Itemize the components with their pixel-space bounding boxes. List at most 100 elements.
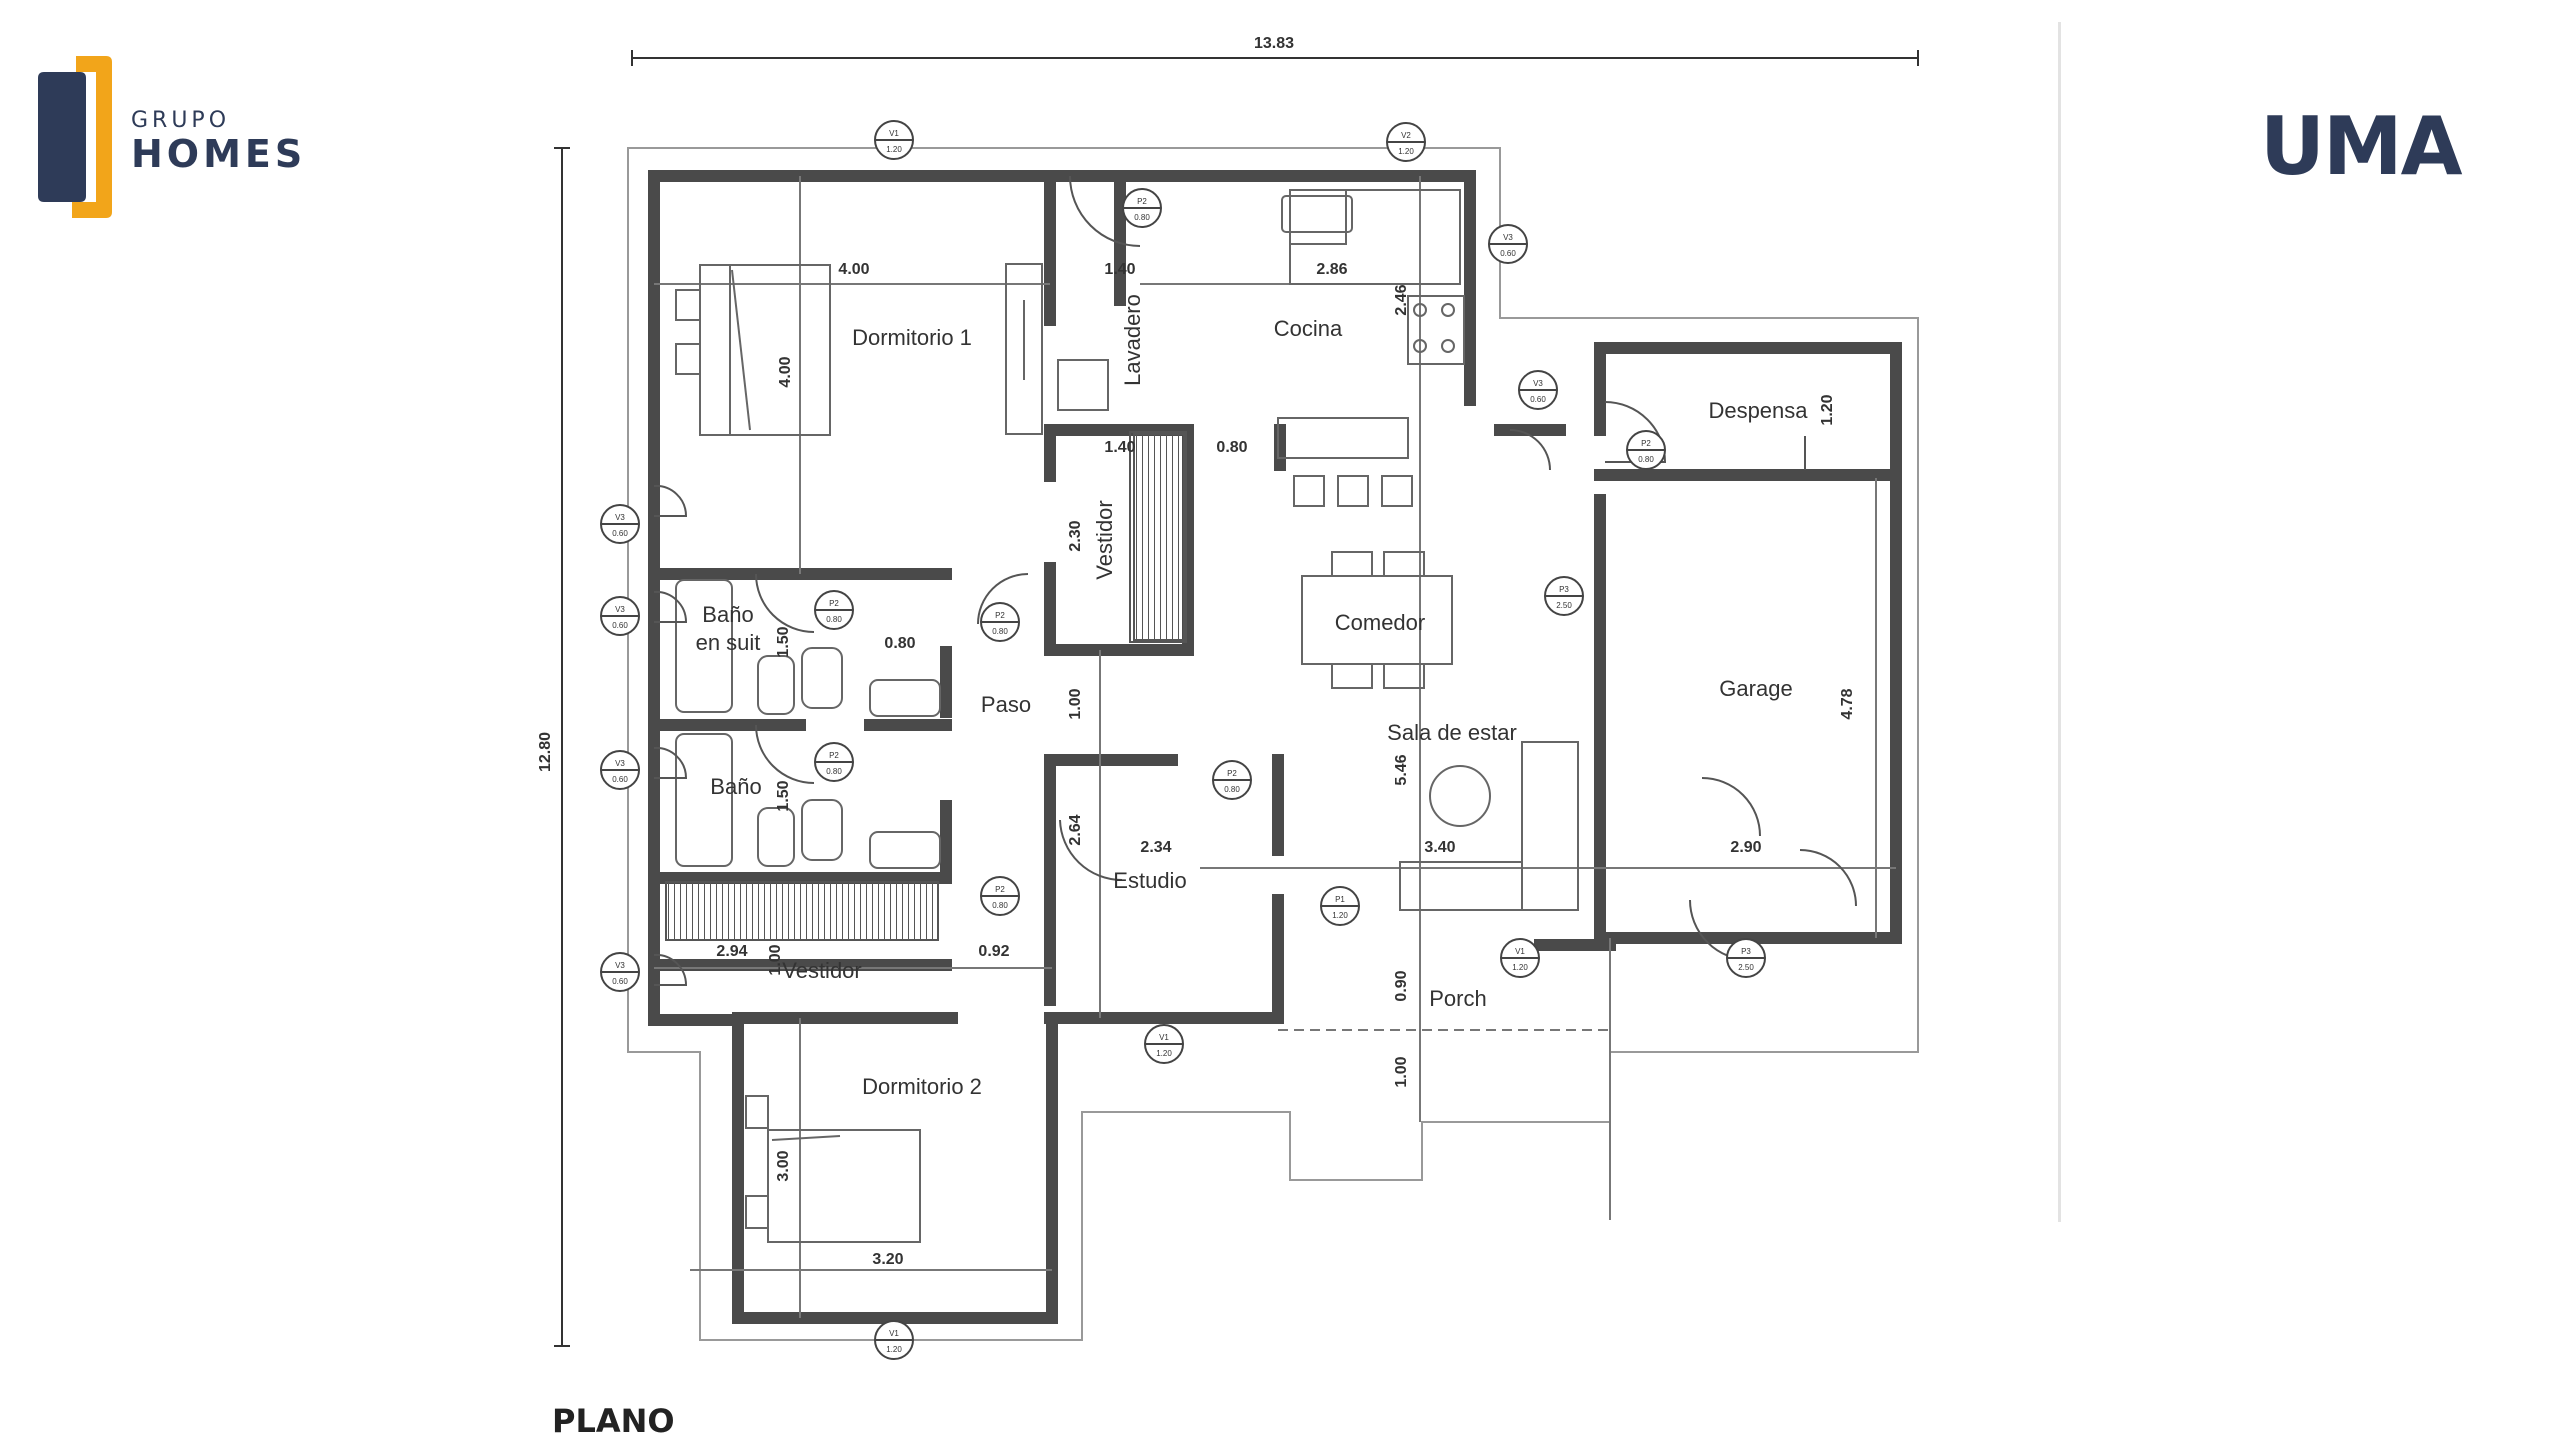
- opening-marker-despensa-p2: P2 0.80: [1626, 430, 1666, 470]
- site-outline: [627, 147, 1919, 1341]
- bed-2: [745, 1095, 921, 1243]
- opening-marker-top-v1: V1 1.20: [874, 120, 914, 160]
- dim-garage-height: 4.78: [1839, 688, 1856, 719]
- svg-text:0.60: 0.60: [612, 621, 628, 630]
- dimension-labels: 13.83 12.80 4.00 4.00 1.40 2.86 2.46 1.4…: [537, 35, 1856, 1268]
- dim-sala-width: 3.40: [1424, 839, 1455, 856]
- svg-text:0.60: 0.60: [612, 775, 628, 784]
- svg-text:V3: V3: [615, 759, 625, 768]
- grupo-homes-logo: GRUPO HOMES: [36, 52, 336, 222]
- dim-estudio-height: 2.64: [1067, 814, 1084, 845]
- svg-text:P3: P3: [1741, 947, 1751, 956]
- room-porch: Porch: [1429, 986, 1486, 1011]
- svg-text:2.50: 2.50: [1738, 963, 1754, 972]
- svg-text:0.80: 0.80: [1134, 213, 1150, 222]
- room-vestidor-upper: Vestidor: [1092, 500, 1117, 580]
- svg-text:P2: P2: [829, 599, 839, 608]
- overall-dimension-lines: [554, 50, 1919, 1347]
- svg-text:V1: V1: [889, 129, 899, 138]
- logo-main-text: HOMES: [131, 132, 307, 176]
- opening-marker-estudio-v1: V1 1.20: [1144, 1024, 1184, 1064]
- floor-plan: Dormitorio 1 Lavadero Cocina Despensa Ve…: [537, 35, 1919, 1360]
- svg-text:1.20: 1.20: [1332, 911, 1348, 920]
- living-set: [1399, 741, 1579, 911]
- svg-text:2.50: 2.50: [1556, 601, 1572, 610]
- opening-marker-paso-p2: P2 0.80: [980, 602, 1020, 642]
- dim-bano-height: 1.50: [775, 780, 792, 811]
- opening-marker-estudio-p2: P2 0.80: [1212, 760, 1252, 800]
- svg-text:V3: V3: [1533, 379, 1543, 388]
- room-labels: Dormitorio 1 Lavadero Cocina Despensa Ve…: [696, 294, 1809, 1099]
- svg-text:V1: V1: [889, 1329, 899, 1338]
- room-garage: Garage: [1719, 676, 1792, 701]
- dim-cocina-height: 2.46: [1393, 284, 1410, 315]
- dim-vestidor2-width: 2.94: [716, 943, 747, 960]
- dim-lavadero-width: 1.40: [1104, 261, 1135, 278]
- plan-title: PLANO: [552, 1402, 675, 1440]
- kitchen-fixtures: [1057, 189, 1465, 507]
- svg-text:V1: V1: [1515, 947, 1525, 956]
- dim-suit-door: 0.80: [884, 635, 915, 652]
- svg-text:0.80: 0.80: [992, 901, 1008, 910]
- svg-text:V3: V3: [615, 513, 625, 522]
- bed-1: [675, 264, 831, 436]
- dim-vestidor-height: 2.30: [1067, 520, 1084, 551]
- walkin-closet-upper: [1129, 431, 1187, 643]
- logo-top-text: GRUPO: [131, 108, 231, 133]
- svg-text:P2: P2: [995, 611, 1005, 620]
- opening-marker-bano-p2: P2 0.80: [814, 742, 854, 782]
- svg-text:P2: P2: [1641, 439, 1651, 448]
- room-paso: Paso: [981, 692, 1031, 717]
- opening-markers: V1 1.20 V2 1.20 P2 0.80 V3 0.60 V3 0.60: [600, 120, 1766, 1360]
- svg-text:P2: P2: [829, 751, 839, 760]
- opening-marker-kitchen-v3: V3 0.60: [1488, 224, 1528, 264]
- svg-text:1.20: 1.20: [1398, 147, 1414, 156]
- svg-text:1.20: 1.20: [1512, 963, 1528, 972]
- dim-d2-width: 3.20: [872, 1251, 903, 1268]
- dim-estudio-width: 2.34: [1140, 839, 1171, 856]
- svg-text:0.80: 0.80: [1638, 455, 1654, 464]
- svg-text:P2: P2: [995, 885, 1005, 894]
- svg-text:V1: V1: [1159, 1033, 1169, 1042]
- svg-text:V2: V2: [1401, 131, 1411, 140]
- dim-vestidor2-height: 1.00: [767, 944, 784, 975]
- dim-lavadero-lower: 1.40: [1104, 439, 1135, 456]
- dim-sala-height: 5.46: [1393, 754, 1410, 785]
- svg-text:0.60: 0.60: [1500, 249, 1516, 258]
- opening-marker-top-v2: V2 1.20: [1386, 122, 1426, 162]
- svg-text:0.60: 0.60: [1530, 395, 1546, 404]
- opening-marker-left-2: V3 0.60: [600, 596, 640, 636]
- room-sala-de-estar: Sala de estar: [1387, 720, 1517, 745]
- opening-marker-bottom-v1: V1 1.20: [874, 1320, 914, 1360]
- dining-set: [1301, 551, 1453, 689]
- uma-logo: UMA: [2260, 100, 2462, 193]
- dim-d2-height: 3.00: [775, 1150, 792, 1181]
- svg-text:0.80: 0.80: [826, 615, 842, 624]
- walkin-closet-lower: [665, 881, 939, 941]
- dim-porch-height: 0.90: [1393, 970, 1410, 1001]
- dim-d1-height: 4.00: [777, 356, 794, 387]
- logo-mark-icon: [38, 56, 112, 218]
- laundry-fixture: [1005, 263, 1043, 435]
- svg-text:P2: P2: [1227, 769, 1237, 778]
- svg-text:1.20: 1.20: [1156, 1049, 1172, 1058]
- svg-text:0.80: 0.80: [1224, 785, 1240, 794]
- opening-marker-cocina-v3: V3 0.60: [1518, 370, 1558, 410]
- bathroom-fixtures: [675, 579, 941, 869]
- opening-marker-living-p3: P3 2.50: [1544, 576, 1584, 616]
- room-despensa: Despensa: [1708, 398, 1808, 423]
- room-bano-suit-line2: en suit: [696, 630, 761, 655]
- dim-d1-width: 4.00: [838, 261, 869, 278]
- opening-marker-living-v1: V1 1.20: [1500, 938, 1540, 978]
- dim-garage-width: 2.90: [1730, 839, 1761, 856]
- room-comedor: Comedor: [1335, 610, 1425, 635]
- opening-marker-vestidor-p2: P2 0.80: [980, 876, 1020, 916]
- svg-text:V3: V3: [615, 961, 625, 970]
- dim-porch-extension: 1.00: [1393, 1056, 1410, 1087]
- room-dormitorio-2: Dormitorio 2: [862, 1074, 982, 1099]
- opening-marker-entry-p1: P1 1.20: [1320, 886, 1360, 926]
- room-estudio: Estudio: [1113, 868, 1186, 893]
- svg-text:V3: V3: [1503, 233, 1513, 242]
- dim-overall-height: 12.80: [537, 732, 554, 772]
- dim-passage: 0.80: [1216, 439, 1247, 456]
